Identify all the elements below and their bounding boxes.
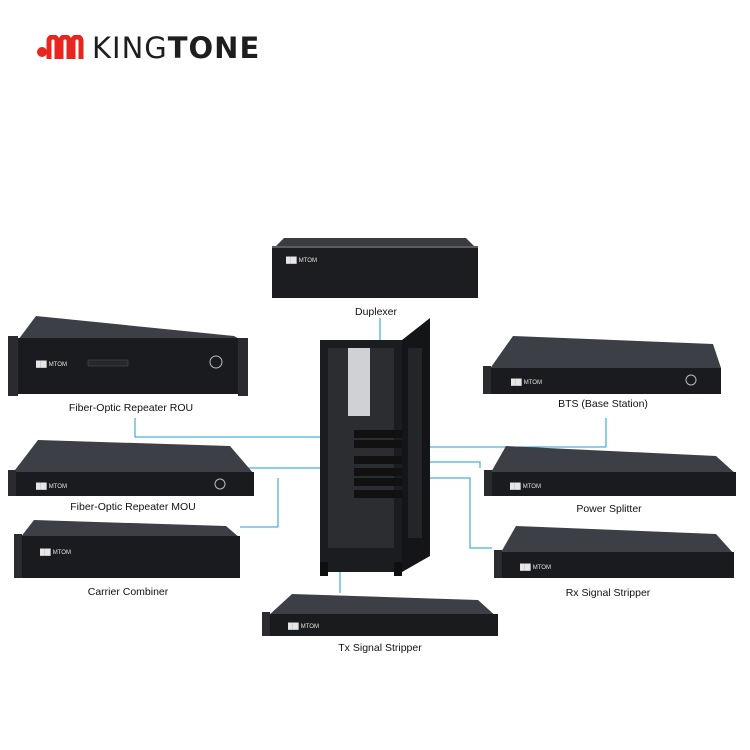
rou-label: Fiber-Optic Repeater ROU bbox=[68, 402, 194, 414]
tx-stripper-label: Tx Signal Stripper bbox=[338, 642, 422, 654]
connector-bts bbox=[412, 418, 607, 448]
rx-stripper-label: Rx Signal Stripper bbox=[565, 587, 651, 599]
tx-stripper-unit: ██▌MTOM bbox=[262, 594, 500, 640]
carrier-combiner-unit: ██▌MTOM bbox=[14, 520, 244, 582]
bts-image: ██▌MTOM bbox=[483, 336, 721, 394]
power-splitter-image: ██▌MTOM bbox=[484, 446, 736, 496]
connector-rx-stripper bbox=[412, 477, 492, 549]
rx-stripper-unit: ██▌MTOM bbox=[494, 526, 738, 582]
connector-carrier-combiner bbox=[240, 478, 279, 528]
duplexer-badge: ██▌MTOM bbox=[286, 256, 317, 264]
brand-name-part1: KING bbox=[92, 31, 168, 65]
mou-image: ██▌MTOM bbox=[8, 440, 254, 496]
kingtone-wave-logo-icon bbox=[37, 35, 84, 59]
rx-stripper-image: ██▌MTOM bbox=[494, 526, 734, 578]
connector-power-splitter bbox=[412, 461, 481, 468]
mou-unit: ██▌MTOM bbox=[8, 440, 256, 500]
mou-badge: ██▌MTOM bbox=[36, 482, 67, 490]
rou-badge: ██▌MTOM bbox=[36, 360, 67, 368]
power-splitter-unit: ██▌MTOM bbox=[484, 446, 738, 500]
rack-cabinet bbox=[318, 318, 436, 585]
bts-badge: ██▌MTOM bbox=[511, 378, 542, 386]
rx-stripper-badge: ██▌MTOM bbox=[520, 563, 551, 571]
carrier-combiner-badge: ██▌MTOM bbox=[40, 548, 71, 556]
brand-name: KINGTONE bbox=[92, 31, 260, 65]
duplexer-unit: ██▌MTOM bbox=[270, 228, 480, 300]
duplexer-label: Duplexer bbox=[354, 306, 398, 318]
bts-unit: ██▌MTOM bbox=[483, 336, 721, 398]
duplexer-image: ██▌MTOM bbox=[272, 238, 478, 298]
connector-rou bbox=[134, 418, 358, 438]
kingtone-logo: KINGTONE bbox=[36, 28, 260, 68]
mou-label: Fiber-Optic Repeater MOU bbox=[70, 501, 196, 513]
tx-stripper-image: ██▌MTOM bbox=[262, 594, 498, 636]
power-splitter-label: Power Splitter bbox=[576, 503, 642, 515]
rack-cabinet-image bbox=[320, 318, 430, 576]
bts-label: BTS (Base Station) bbox=[558, 398, 648, 410]
carrier-combiner-image: ██▌MTOM bbox=[14, 520, 240, 578]
brand-name-part2: TONE bbox=[167, 31, 261, 65]
rou-unit: ██▌MTOM bbox=[8, 316, 248, 398]
power-splitter-badge: ██▌MTOM bbox=[510, 482, 541, 490]
tx-stripper-badge: ██▌MTOM bbox=[288, 622, 319, 630]
carrier-combiner-label: Carrier Combiner bbox=[87, 586, 169, 598]
rou-image: ██▌MTOM bbox=[8, 316, 248, 396]
